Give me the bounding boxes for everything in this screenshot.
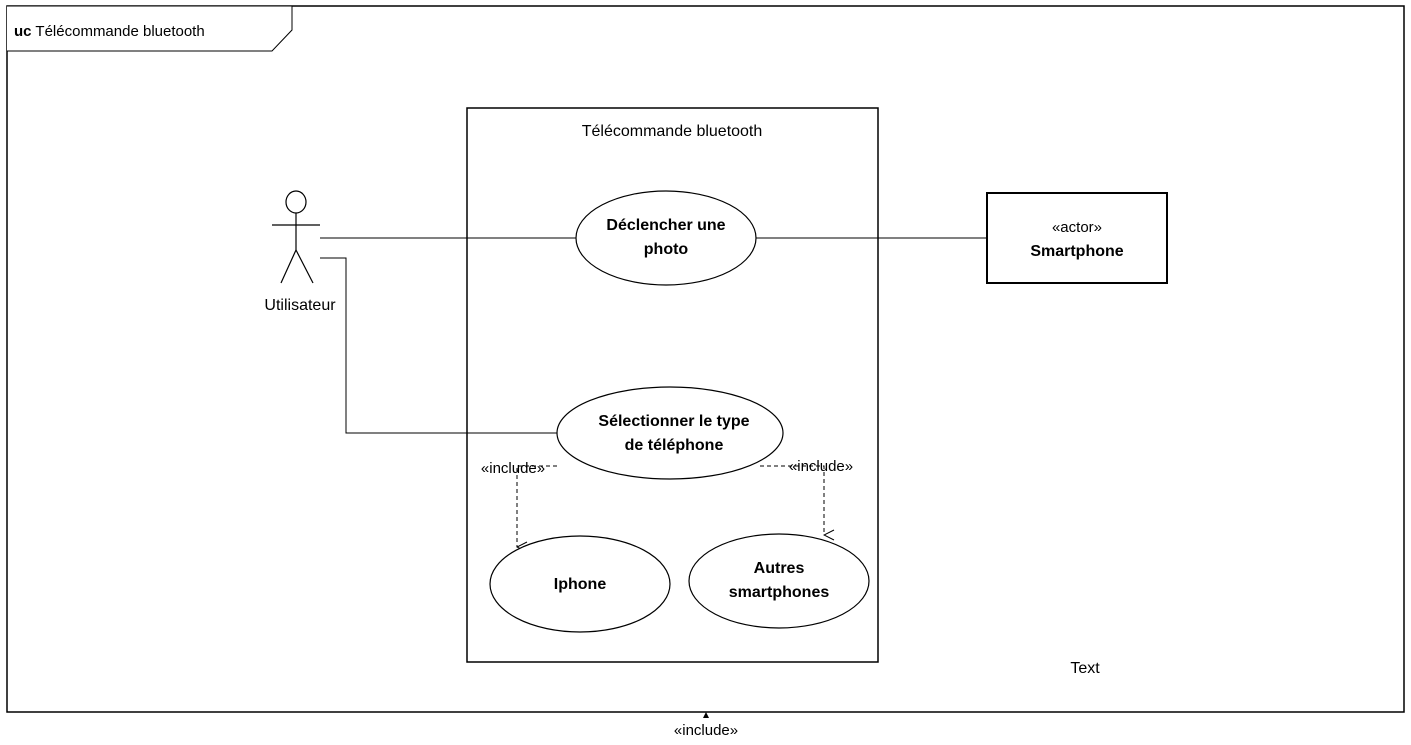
actor-utilisateur[interactable]: Utilisateur (264, 190, 336, 314)
use-case-autres-smartphones[interactable]: Autres smartphones (688, 533, 870, 629)
use-case-declencher-line2: photo (644, 241, 689, 258)
use-case-iphone-ellipse (489, 535, 671, 633)
use-case-selectionner-ellipse (556, 386, 784, 480)
actor-left-leg-icon (280, 249, 297, 284)
use-case-declencher-ellipse (575, 190, 757, 286)
use-case-iphone-label: Iphone (554, 576, 607, 593)
use-case-autres-ellipse (688, 533, 870, 629)
include-arrow-autres[interactable] (760, 465, 824, 535)
actor-head-icon (285, 190, 307, 214)
use-case-declencher-photo[interactable]: Déclencher une photo (575, 190, 757, 286)
actor-smartphone-stereotype: «actor» (1052, 219, 1102, 236)
free-text-annotation[interactable]: Text (1070, 660, 1100, 677)
include-label-right: «include» (789, 458, 853, 475)
use-case-iphone[interactable]: Iphone (489, 535, 671, 633)
actor-smartphone-label: Smartphone (1030, 243, 1123, 260)
actor-smartphone[interactable]: «actor» Smartphone (986, 192, 1168, 284)
association-utilisateur-selectionner[interactable] (320, 257, 562, 434)
include-bottom-marker-icon (703, 712, 709, 718)
frame-heading: uc Télécommande bluetooth (14, 23, 205, 40)
use-case-selectionner-line2: de téléphone (625, 437, 724, 454)
actor-smartphone-box (986, 192, 1168, 284)
system-boundary[interactable] (466, 107, 879, 663)
include-arrow-iphone[interactable] (517, 465, 557, 547)
actor-right-leg-icon (295, 249, 314, 284)
include-label-bottom: «include» (674, 722, 738, 739)
actor-utilisateur-label: Utilisateur (264, 297, 336, 314)
use-case-autres-line2: smartphones (729, 584, 830, 601)
use-case-autres-line1: Autres (754, 560, 805, 577)
diagram-frame (6, 5, 1405, 713)
use-case-declencher-line1: Déclencher une (606, 217, 725, 234)
use-case-selectionner-type[interactable]: Sélectionner le type de téléphone (556, 386, 784, 480)
frame-heading-tab (7, 5, 293, 52)
system-title: Télécommande bluetooth (582, 123, 763, 140)
include-label-left: «include» (481, 460, 545, 477)
use-case-selectionner-line1: Sélectionner le type (598, 413, 749, 430)
